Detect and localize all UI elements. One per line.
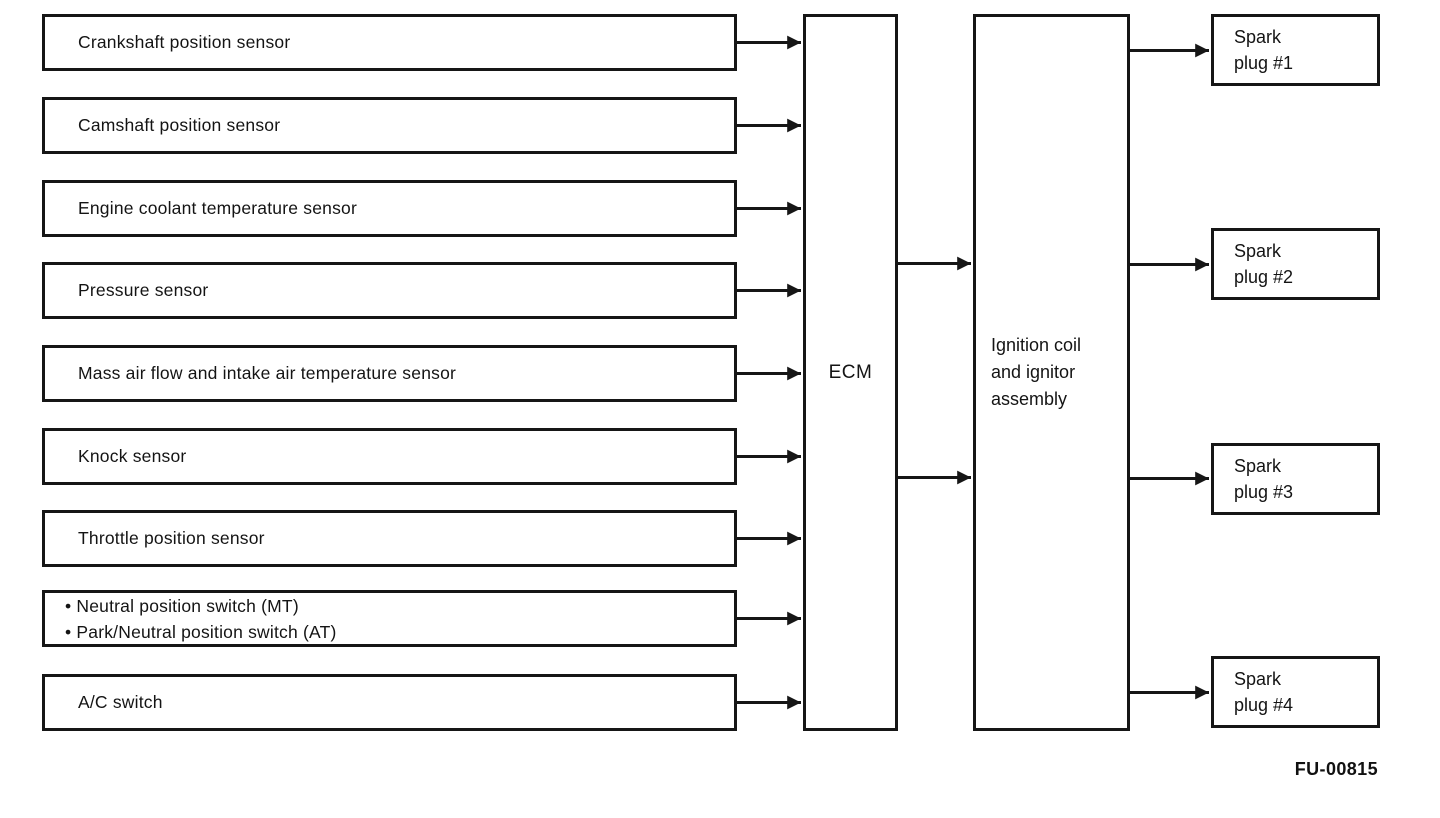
- spark-plug-4-label-line-1: Spark: [1234, 669, 1282, 689]
- ignition-label-line-1: Ignition coil: [991, 335, 1082, 355]
- spark-plug-2-label-line-2: plug #2: [1234, 267, 1294, 287]
- pressure-sensor-box: Pressure sensor: [42, 262, 737, 319]
- engine-coolant-temperature-sensor-box: Engine coolant temperature sensor: [42, 180, 737, 237]
- park-neutral-position-switch-label: • Park/Neutral position switch (AT): [65, 621, 337, 642]
- ecm-box: ECM: [803, 14, 898, 731]
- engine-coolant-temperature-sensor-label: Engine coolant temperature sensor: [78, 198, 357, 218]
- camshaft-position-sensor-box: Camshaft position sensor: [42, 97, 737, 154]
- spark-plug-3-box: Spark plug #3: [1211, 443, 1380, 515]
- ac-switch-label: A/C switch: [78, 692, 163, 712]
- mass-air-flow-sensor-label: Mass air flow and intake air temperature…: [78, 363, 457, 383]
- knock-sensor-label: Knock sensor: [78, 446, 187, 466]
- spark-plug-2-box: Spark plug #2: [1211, 228, 1380, 300]
- spark-plug-4-box: Spark plug #4: [1211, 656, 1380, 728]
- ecm-label: ECM: [828, 361, 873, 383]
- ignition-coil-ignitor-assembly-box: Ignition coil and ignitor assembly: [973, 14, 1130, 731]
- spark-plug-3-label-line-1: Spark: [1234, 456, 1282, 476]
- camshaft-position-sensor-label: Camshaft position sensor: [78, 115, 281, 135]
- mass-air-flow-sensor-box: Mass air flow and intake air temperature…: [42, 345, 737, 402]
- ac-switch-box: A/C switch: [42, 674, 737, 731]
- throttle-position-sensor-box: Throttle position sensor: [42, 510, 737, 567]
- spark-plug-1-box: Spark plug #1: [1211, 14, 1380, 86]
- crankshaft-position-sensor-box: Crankshaft position sensor: [42, 14, 737, 71]
- figure-code: FU-00815: [1294, 759, 1378, 779]
- ignition-label-line-2: and ignitor: [991, 362, 1076, 382]
- neutral-park-position-switch-box: • Neutral position switch (MT) • Park/Ne…: [42, 590, 737, 647]
- spark-plug-1-label-line-1: Spark: [1234, 27, 1282, 47]
- knock-sensor-box: Knock sensor: [42, 428, 737, 485]
- throttle-position-sensor-label: Throttle position sensor: [78, 528, 265, 548]
- crankshaft-position-sensor-label: Crankshaft position sensor: [78, 32, 291, 52]
- spark-plug-3-label-line-2: plug #3: [1234, 482, 1294, 502]
- ignition-label-line-3: assembly: [991, 389, 1068, 409]
- spark-plug-2-label-line-1: Spark: [1234, 241, 1282, 261]
- pressure-sensor-label: Pressure sensor: [78, 280, 209, 300]
- spark-plug-1-label-line-2: plug #1: [1234, 53, 1294, 73]
- spark-plug-4-label-line-2: plug #4: [1234, 695, 1294, 715]
- neutral-position-switch-label: • Neutral position switch (MT): [65, 595, 299, 616]
